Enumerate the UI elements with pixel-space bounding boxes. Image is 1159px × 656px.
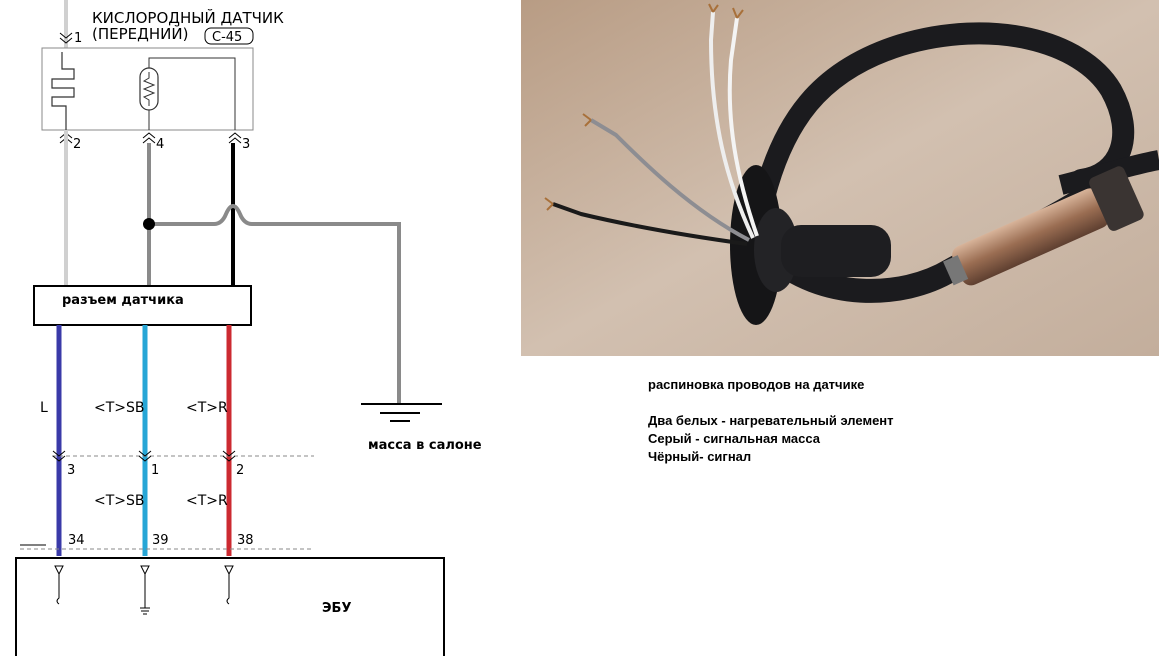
sensor-title-line1: КИСЛОРОДНЫЙ ДАТЧИК [92, 8, 284, 27]
intermediate-arrow-blue [52, 450, 66, 462]
connector-code: C-45 [212, 30, 242, 45]
pin-label-ecu-cyan: 39 [152, 533, 169, 548]
black-wire-photo [552, 202, 748, 246]
ecu-input-symbol-red [224, 565, 234, 605]
pin-label-mid-blue: 3 [67, 463, 75, 478]
pin-label-mid-red: 2 [236, 463, 244, 478]
connector-arrow-pin3 [228, 132, 242, 144]
intermediate-arrow-red [222, 450, 236, 462]
pin-label-ecu-red: 38 [237, 533, 254, 548]
ground-label: масса в салоне [368, 438, 482, 453]
connector-code-box [204, 27, 254, 45]
ecu-input-symbol-blue [54, 565, 64, 605]
pin-label-ecu-blue: 34 [68, 533, 85, 548]
harness-connector-label: разъем датчика [62, 293, 184, 308]
copper-tip-white-2 [732, 7, 744, 19]
copper-tip-gray [582, 113, 592, 127]
cable-sleeve [781, 225, 891, 277]
sensor-title-line2: (ПЕРЕДНИЙ) [92, 24, 188, 43]
ecu-box [15, 557, 445, 656]
pin-label-1: 1 [74, 31, 82, 46]
notes-line-ground: Серый - сигнальная масса [648, 431, 820, 446]
junction-dot [143, 218, 155, 230]
pin-label-4: 4 [156, 137, 164, 152]
notes-spacer [648, 394, 1148, 412]
ecu-ground-symbol-cyan [140, 565, 150, 615]
wire-red-label-lower: <T>R [186, 493, 228, 509]
intermediate-arrow-cyan [138, 450, 152, 462]
notes-line-heater: Два белых - нагревательный элемент [648, 413, 894, 428]
gray-wire-photo [589, 118, 750, 242]
pin-label-3: 3 [242, 137, 250, 152]
white-wire-1 [708, 11, 755, 239]
harness-connector-box [33, 285, 252, 326]
white-wire-2 [727, 17, 759, 237]
sensor-photo [521, 0, 1159, 356]
pinout-notes: распиновка проводов на датчике Два белых… [648, 376, 1148, 466]
pin-label-mid-cyan: 1 [151, 463, 159, 478]
metal-sensor-body [943, 166, 1144, 286]
ground-branch-wire [149, 204, 401, 404]
ecu-label: ЭБУ [322, 601, 351, 616]
connector-arrow-pin1 [59, 32, 73, 44]
oxygen-sensor-illustration [521, 0, 1159, 356]
wire-cyan-label-upper: <T>SB [94, 400, 145, 416]
sensing-element-zigzag [142, 72, 156, 106]
sensing-element-wire [148, 57, 236, 130]
heater-element-icon [51, 52, 75, 130]
cable-loop [750, 22, 1135, 221]
connector-arrow-pin4 [142, 132, 156, 144]
notes-line-signal: Чёрный- сигнал [648, 449, 752, 464]
pin-label-2: 2 [73, 137, 81, 152]
wire-cyan-label-lower: <T>SB [94, 493, 145, 509]
copper-tip-black [544, 197, 554, 211]
notes-heading: распиновка проводов на датчике [648, 377, 865, 392]
wire-blue-label-upper: L [40, 400, 48, 416]
copper-tip-white-1 [708, 3, 719, 13]
wire-red-label-upper: <T>R [186, 400, 228, 416]
